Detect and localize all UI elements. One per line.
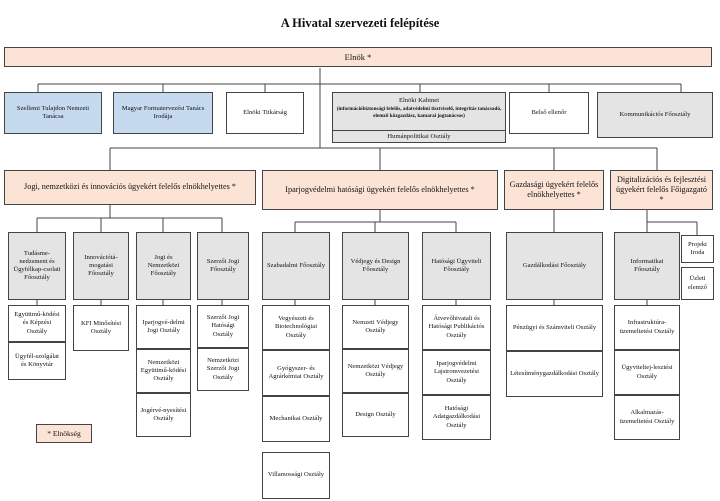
section-gyogyszer: Gyógyszer- és Agrárkémiai Osztály xyxy=(262,350,330,396)
section-ugyfelszolgalat: Ügyfél-szolgálat és Könyvtár xyxy=(8,342,66,380)
unit-elnoki-titkarsag: Elnöki Titkárság xyxy=(226,92,304,134)
unit-szellemi-tulajdon: Szellemi Tulajdon Nemzeti Tanácsa xyxy=(4,92,102,134)
section-egyuttmukodes: Együttmű-ködési és Képzési Osztály xyxy=(8,305,66,342)
unit-formatervezesi: Magyar Formatervezési Tanács Irodája xyxy=(113,92,213,134)
section-nemzetkozi-szerzoi: Nemzetközi Szerzői Jogi Osztály xyxy=(197,348,249,391)
section-alkalmazas: Alkalmazás-üzemeltetési Osztály xyxy=(614,395,680,440)
kabinet-title: Elnöki Kabinet xyxy=(399,97,439,105)
section-villamossagi: Villamossági Osztály xyxy=(262,452,330,499)
dept-szabadalmi: Szabadalmi Főosztály xyxy=(262,232,330,300)
legend-elnokseg: * Elnökség xyxy=(36,424,92,443)
section-nemzetkozi-vedjegy: Nemzetközi Védjegy Osztály xyxy=(342,349,409,393)
kabinet-subtitle: (információbiztonsági felelős, adatvédel… xyxy=(335,106,503,119)
dept-informatikai: Informatikai Főosztály xyxy=(614,232,680,300)
section-ugyfelkiszolgalo: Ügyviteltej-lesztési Osztály xyxy=(614,350,680,395)
dept-hatosagi: Hatósági Ügyviteli Főosztály xyxy=(422,232,491,300)
unit-kommunikacios: Kommunikációs Főosztály xyxy=(597,92,713,138)
dept-jogi-nemzetkozi: Jogi és Nemzetközi Főosztály xyxy=(136,232,191,300)
unit-belso-ellenor: Belső ellenőr xyxy=(509,92,589,134)
section-nemzeti-vedjegy: Nemzeti Védjegy Osztály xyxy=(342,305,409,349)
office-uzleti-elemzo: Üzleti elemző xyxy=(681,267,714,300)
kabinet-department: Humánpolitikai Osztály xyxy=(333,131,505,143)
dept-szerzoi: Szerzői Jogi Főosztály xyxy=(197,232,249,300)
deputy-iparjog: Iparjogvédelmi hatósági ügyekért felelős… xyxy=(262,170,498,210)
section-atvevohivatali: Átvevőhivatali és Hatósági Publikációs O… xyxy=(422,305,491,350)
chart-title: A Hivatal szervezeti felépítése xyxy=(0,16,720,31)
dept-gazdalkodasi: Gazdálkodási Főosztály xyxy=(506,232,603,300)
section-adatgazdalkodasi: Hatósági Adatgazdálkodási Osztály xyxy=(422,395,491,440)
dept-innovacio: Innovációtá-mogatási Főosztály xyxy=(73,232,129,300)
section-lajstrom: Iparjogvédelmi Lajstromvezetési Osztály xyxy=(422,350,491,395)
dept-tudasmenedzsment: Tudásme-nedzsment és Ügyfélkap-csolati F… xyxy=(8,232,66,300)
deputy-digitalizacios: Digitalizációs és fejlesztési ügyekért f… xyxy=(610,170,713,210)
unit-elnoki-kabinet: Elnöki Kabinet (információbiztonsági fel… xyxy=(332,92,506,143)
section-kfi: KFI Minősítési Osztály xyxy=(73,305,129,351)
section-jogervenyesitesi: Jogérvé-nyesítési Osztály xyxy=(136,393,191,437)
deputy-jogi: Jogi, nemzetközi és innovációs ügyekért … xyxy=(4,170,256,205)
section-penzugyi: Pénzügyi és Számviteli Osztály xyxy=(506,305,603,351)
section-infrastruktura: Infrastruktúra-üzemeltetési Osztály xyxy=(614,305,680,350)
deputy-gazdasagi: Gazdasági ügyekért felelős elnökhelyette… xyxy=(504,170,604,210)
section-design: Design Osztály xyxy=(342,393,409,437)
office-projekt-iroda: Projekt Iroda xyxy=(681,235,714,263)
section-iparjogvedelmi-jogi: Iparjogvé-delmi Jogi Osztály xyxy=(136,305,191,349)
section-mechanikai: Mechanikai Osztály xyxy=(262,396,330,442)
section-szerzoi-hatosagi: Szerzői Jogi Hatósági Osztály xyxy=(197,305,249,348)
root-elnok: Elnök * xyxy=(4,47,712,67)
section-vegyeszeti: Vegyészeti és Biotechnológiai Osztály xyxy=(262,305,330,350)
section-nemzetkozi-egyuttm: Nemzetközi Együttmű-ködési Osztály xyxy=(136,349,191,393)
section-letesitmeny: Létesítménygazdálkodási Osztály xyxy=(506,351,603,397)
dept-vedjegy: Védjegy és Design Főosztály xyxy=(342,232,409,300)
